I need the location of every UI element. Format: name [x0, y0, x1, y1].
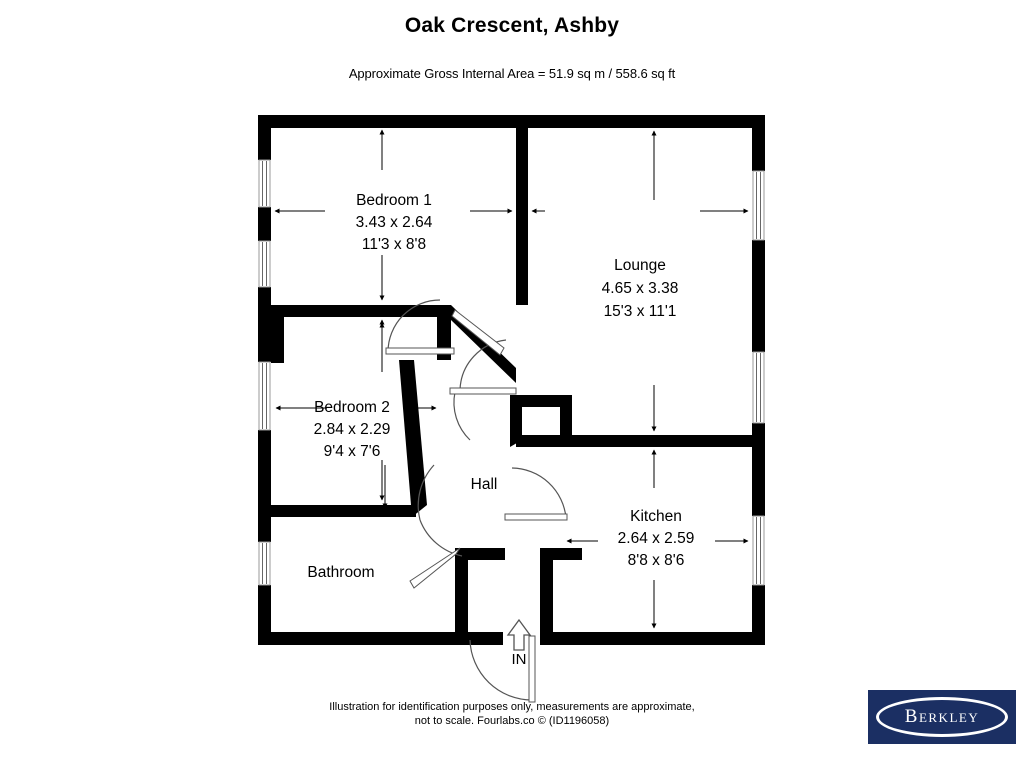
room-label-bedroom-1: Bedroom 1 3.43 x 2.64 11'3 x 8'8: [356, 192, 433, 253]
room-name-bathroom: Bathroom: [307, 564, 374, 581]
door-bedroom2: [449, 387, 517, 441]
window-left-mid: [258, 240, 271, 288]
room-name-kitchen: Kitchen: [630, 508, 682, 525]
in-arrow-icon: [506, 618, 532, 651]
window-right-upper: [752, 170, 765, 241]
disclaimer-line-2: not to scale. Fourlabs.co © (ID1196058): [414, 715, 610, 727]
window-right-kitchen: [752, 515, 765, 586]
entrance-label: IN: [512, 651, 527, 668]
window-left-lower: [258, 361, 271, 431]
room-imperial-kitchen: 8'8 x 8'6: [628, 552, 685, 569]
interior-walls: [271, 115, 765, 638]
exterior-walls: [258, 115, 765, 645]
room-name-bedroom-1: Bedroom 1: [356, 192, 432, 209]
logo-text: Berkley: [904, 706, 980, 727]
room-imperial-bedroom-2: 9'4 x 7'6: [324, 443, 381, 460]
room-label-bathroom: Bathroom: [307, 564, 374, 581]
room-labels: Bedroom 1 3.43 x 2.64 11'3 x 8'8 Lounge …: [307, 192, 694, 581]
doors: [385, 299, 568, 703]
room-name-hall: Hall: [471, 476, 498, 493]
room-label-bedroom-2: Bedroom 2 2.84 x 2.29 9'4 x 7'6: [314, 399, 391, 460]
door-bedroom1: [385, 299, 455, 355]
window-right-mid: [752, 351, 765, 424]
room-label-kitchen: Kitchen 2.64 x 2.59 8'8 x 8'6: [618, 508, 695, 569]
door-hall-left: [417, 464, 435, 521]
logo-ellipse-icon: Berkley: [876, 697, 1008, 737]
dimension-arrows: [274, 129, 749, 629]
door-bathroom: [409, 519, 463, 589]
door-lounge: [451, 309, 507, 391]
room-metric-kitchen: 2.64 x 2.59: [618, 530, 695, 547]
berkley-logo: Berkley: [868, 690, 1016, 744]
room-metric-lounge: 4.65 x 3.38: [602, 280, 679, 297]
window-left-upper: [258, 159, 271, 208]
disclaimer-footer: Illustration for identification purposes…: [0, 700, 1024, 728]
window-left-bathroom: [258, 541, 271, 586]
room-label-lounge: Lounge 4.65 x 3.38 15'3 x 11'1: [602, 257, 679, 320]
page-title: Oak Crescent, Ashby: [404, 14, 620, 37]
room-label-hall: Hall: [471, 476, 498, 493]
disclaimer-line-1: Illustration for identification purposes…: [329, 701, 695, 713]
room-imperial-bedroom-1: 11'3 x 8'8: [362, 236, 426, 253]
door-kitchen: [504, 467, 568, 521]
room-metric-bedroom-2: 2.84 x 2.29: [314, 421, 391, 438]
entrance-marker: IN: [506, 618, 532, 668]
area-subtitle: Approximate Gross Internal Area = 51.9 s…: [348, 66, 676, 81]
door-entrance: [469, 635, 536, 703]
windows: [258, 159, 765, 586]
room-metric-bedroom-1: 3.43 x 2.64: [356, 214, 433, 231]
room-imperial-lounge: 15'3 x 11'1: [604, 303, 677, 320]
room-name-lounge: Lounge: [614, 257, 666, 274]
room-name-bedroom-2: Bedroom 2: [314, 399, 390, 416]
